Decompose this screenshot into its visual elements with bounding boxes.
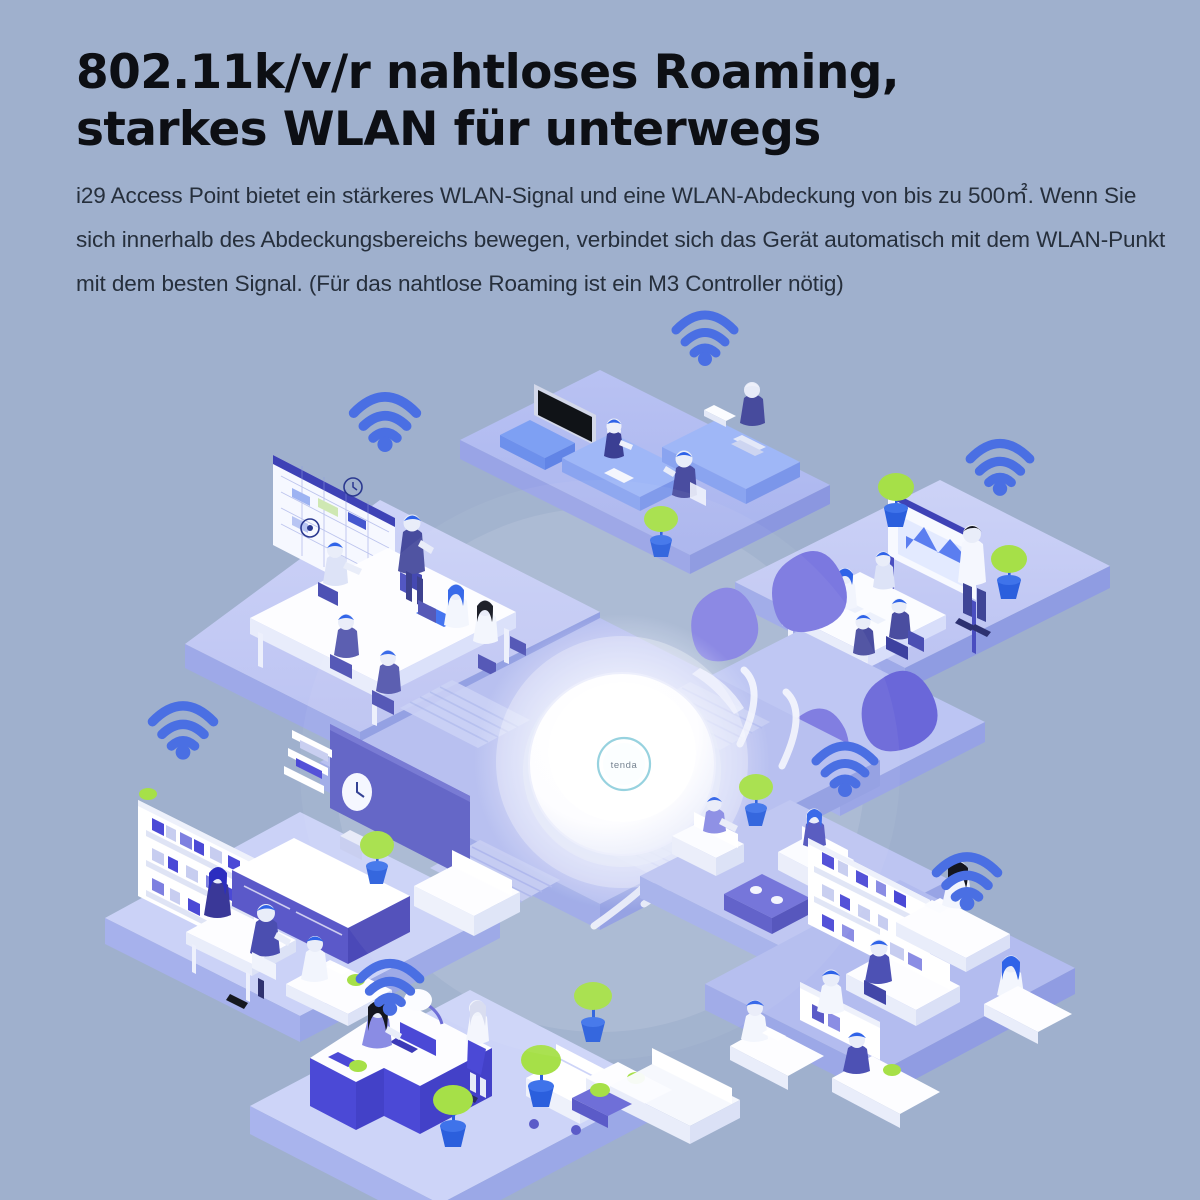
person xyxy=(740,382,765,426)
access-point-group: tenda xyxy=(474,614,770,910)
plant xyxy=(521,1045,561,1107)
person xyxy=(330,614,359,679)
wifi-signal-icon xyxy=(345,385,425,457)
person xyxy=(301,936,328,982)
plant xyxy=(574,982,612,1042)
isometric-office-illustration: tenda xyxy=(0,300,1200,1200)
device-logo-text: tenda xyxy=(611,760,638,771)
text-block: 802.11k/v/r nahtloses Roaming, starkes W… xyxy=(76,44,1186,306)
person xyxy=(226,904,291,1009)
books xyxy=(822,852,906,942)
beanbag xyxy=(772,551,847,633)
person xyxy=(817,969,844,1014)
beanbag xyxy=(861,670,938,752)
plant xyxy=(878,473,914,527)
zone-library-workspace xyxy=(105,724,520,1042)
person xyxy=(473,600,498,644)
person xyxy=(741,1000,768,1042)
wifi-signal-icon xyxy=(928,845,1006,916)
zone-lower-lounge xyxy=(572,1048,740,1144)
person xyxy=(955,525,991,637)
wifi-signal-icon xyxy=(668,304,742,371)
plant xyxy=(433,1085,473,1147)
plant xyxy=(739,774,773,826)
page-description: i29 Access Point bietet ein stärkeres WL… xyxy=(76,183,1166,296)
person xyxy=(864,939,892,1005)
zone-executive-office xyxy=(460,370,830,574)
person xyxy=(703,796,738,834)
plant xyxy=(360,831,394,884)
person xyxy=(398,514,434,607)
person xyxy=(663,450,706,506)
person xyxy=(843,1032,870,1074)
person xyxy=(886,598,911,660)
wall-clock xyxy=(342,773,372,811)
plant xyxy=(991,545,1027,599)
wifi-signal-icon xyxy=(962,432,1038,501)
plant xyxy=(644,506,678,557)
wifi-signal-icon xyxy=(352,952,428,1021)
wifi-signal-icon xyxy=(144,694,222,765)
person xyxy=(372,650,401,715)
person xyxy=(604,418,633,459)
page-title: 802.11k/v/r nahtloses Roaming, starkes W… xyxy=(76,45,900,157)
person xyxy=(204,866,231,918)
person xyxy=(853,614,875,656)
wifi-signal-icon xyxy=(808,735,882,802)
person xyxy=(318,542,362,606)
person xyxy=(444,584,469,628)
person xyxy=(873,551,895,590)
wall-shelf xyxy=(284,730,332,794)
zone-open-plan-office xyxy=(705,838,1075,1128)
